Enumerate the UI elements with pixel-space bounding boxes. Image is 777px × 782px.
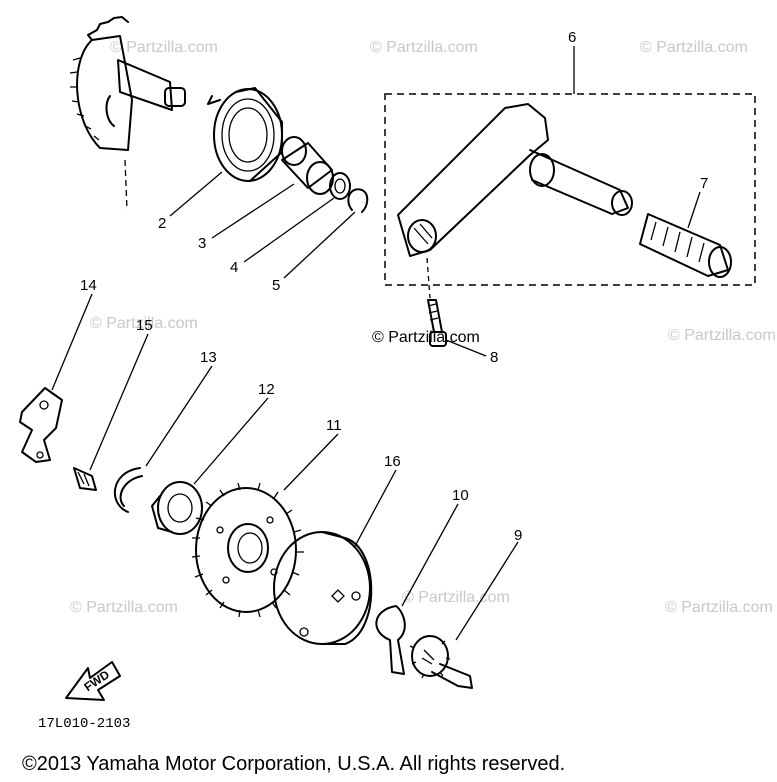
callout-2: 2 <box>158 215 166 232</box>
watermark: © Partzilla.com <box>665 599 773 616</box>
fwd-arrow: FWD <box>65 661 121 701</box>
watermark: © Partzilla.com <box>90 315 198 332</box>
bearing <box>151 481 203 535</box>
callout-15: 15 <box>136 317 153 334</box>
callout-8: 8 <box>490 349 498 366</box>
callout-10: 10 <box>452 487 469 504</box>
watermark: © Partzilla.com <box>70 599 178 616</box>
kick-clutch <box>273 531 373 645</box>
torsion-spring <box>207 87 283 182</box>
callout-13: 13 <box>200 349 217 366</box>
callout-6: 6 <box>568 29 576 46</box>
callout-7: 7 <box>700 175 708 192</box>
ratchet-wheel <box>191 482 304 618</box>
callout-12: 12 <box>258 381 275 398</box>
watermark: © Partzilla.com <box>668 327 776 344</box>
callout-4: 4 <box>230 259 238 276</box>
washer <box>329 172 351 200</box>
watermark: © Partzilla.com <box>370 39 478 56</box>
copyright-notice: ©2013 Yamaha Motor Corporation, U.S.A. A… <box>22 753 565 775</box>
crank-bolt <box>426 257 447 347</box>
watermarks: © Partzilla.com © Partzilla.com © Partzi… <box>70 39 776 616</box>
circlip <box>347 188 369 213</box>
watermark-dark: © Partzilla.com <box>372 329 480 346</box>
drawing-code: 17L010-2103 <box>38 716 130 732</box>
callout-numbers: 2 3 4 5 6 7 8 9 10 16 11 12 13 15 14 <box>80 29 708 544</box>
callout-9: 9 <box>514 527 522 544</box>
callout-11: 11 <box>326 417 342 434</box>
kick-grip <box>639 213 732 278</box>
kick-crank-assembly-box <box>384 93 756 286</box>
kick-crank <box>397 103 633 257</box>
watermark: © Partzilla.com <box>640 39 748 56</box>
washer-hole <box>334 178 346 194</box>
spring-clip <box>375 605 406 675</box>
circlip-large <box>113 467 143 513</box>
callout-16: 16 <box>384 453 401 470</box>
kick-axle-gear <box>69 16 186 211</box>
watermark: © Partzilla.com <box>402 589 510 606</box>
callout-14: 14 <box>80 277 97 294</box>
callout-3: 3 <box>198 235 206 252</box>
watermark: © Partzilla.com <box>110 39 218 56</box>
kick-gear <box>409 635 473 689</box>
callout-5: 5 <box>272 277 280 294</box>
leader-lines <box>51 46 701 641</box>
stopper-plate <box>19 387 63 463</box>
collar <box>281 136 334 195</box>
screw <box>73 467 97 491</box>
